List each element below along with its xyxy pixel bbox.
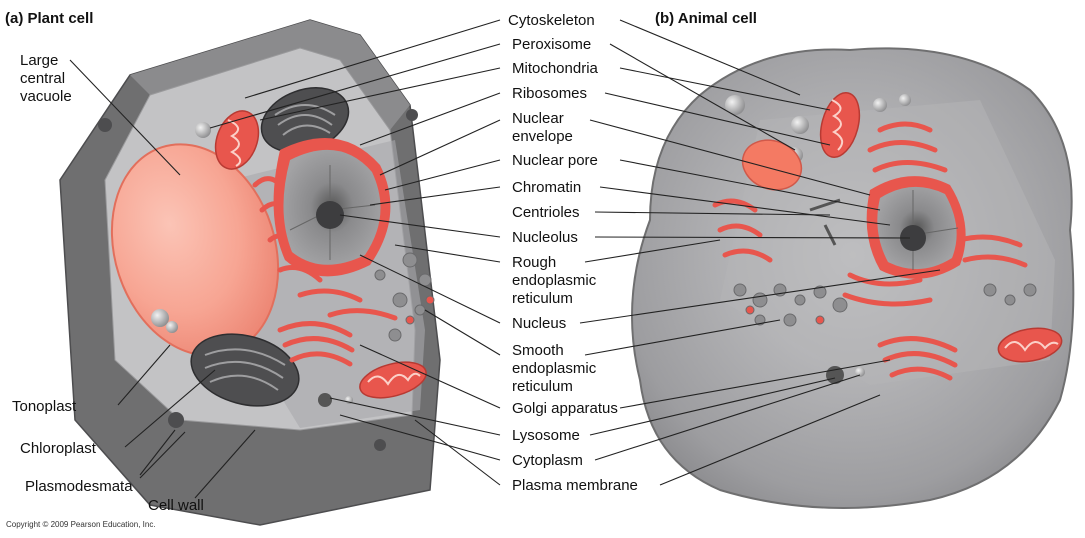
plasmodesma-hole [98,118,112,132]
label-large-central-vacuole-2: central [20,70,65,87]
animal-cell-title: (b) Animal cell [655,10,757,27]
label-smooth-er-2: endoplasmic [512,360,596,377]
label-plasmodesmata: Plasmodesmata [25,478,133,495]
animal-vesicle [899,94,911,106]
plant-lysosome [318,393,332,407]
label-nucleus: Nucleus [512,315,566,332]
plasmodesma-hole [374,439,386,451]
label-cytoplasm: Cytoplasm [512,452,583,469]
label-rough-er-3: reticulum [512,290,573,307]
label-nuclear-envelope-2: envelope [512,128,573,145]
animal-cell [632,48,1073,508]
plant-cell [60,20,440,525]
animal-vesicle [873,98,887,112]
label-cytoskeleton: Cytoskeleton [508,12,595,29]
copyright-notice: Copyright © 2009 Pearson Education, Inc. [6,520,156,529]
label-nucleolus: Nucleolus [512,229,578,246]
label-nuclear-pore: Nuclear pore [512,152,598,169]
plant-vesicle [151,309,169,327]
label-golgi-apparatus: Golgi apparatus [512,400,618,417]
label-rough-er-1: Rough [512,254,556,271]
plant-nucleolus [316,201,344,229]
label-large-central-vacuole-1: Large [20,52,58,69]
animal-vesicle [791,116,809,134]
label-plasma-membrane: Plasma membrane [512,477,638,494]
plant-nucleus [274,138,391,276]
plant-vesicle [166,321,178,333]
animal-nucleus [867,176,966,279]
plasmodesma-hole [168,412,184,428]
plant-peroxisome [195,122,211,138]
label-chromatin: Chromatin [512,179,581,196]
label-mitochondria: Mitochondria [512,60,598,77]
label-centrioles: Centrioles [512,204,580,221]
label-smooth-er-1: Smooth [512,342,564,359]
label-rough-er-2: endoplasmic [512,272,596,289]
plant-cell-title: (a) Plant cell [5,10,93,27]
label-peroxisome: Peroxisome [512,36,591,53]
plasmodesma-hole [406,109,418,121]
label-large-central-vacuole-3: vacuole [20,88,72,105]
label-cell-wall: Cell wall [148,497,204,514]
label-ribosomes: Ribosomes [512,85,587,102]
label-nuclear-envelope-1: Nuclear [512,110,564,127]
label-lysosome: Lysosome [512,427,580,444]
label-tonoplast: Tonoplast [12,398,76,415]
label-chloroplast: Chloroplast [20,440,96,457]
label-smooth-er-3: reticulum [512,378,573,395]
